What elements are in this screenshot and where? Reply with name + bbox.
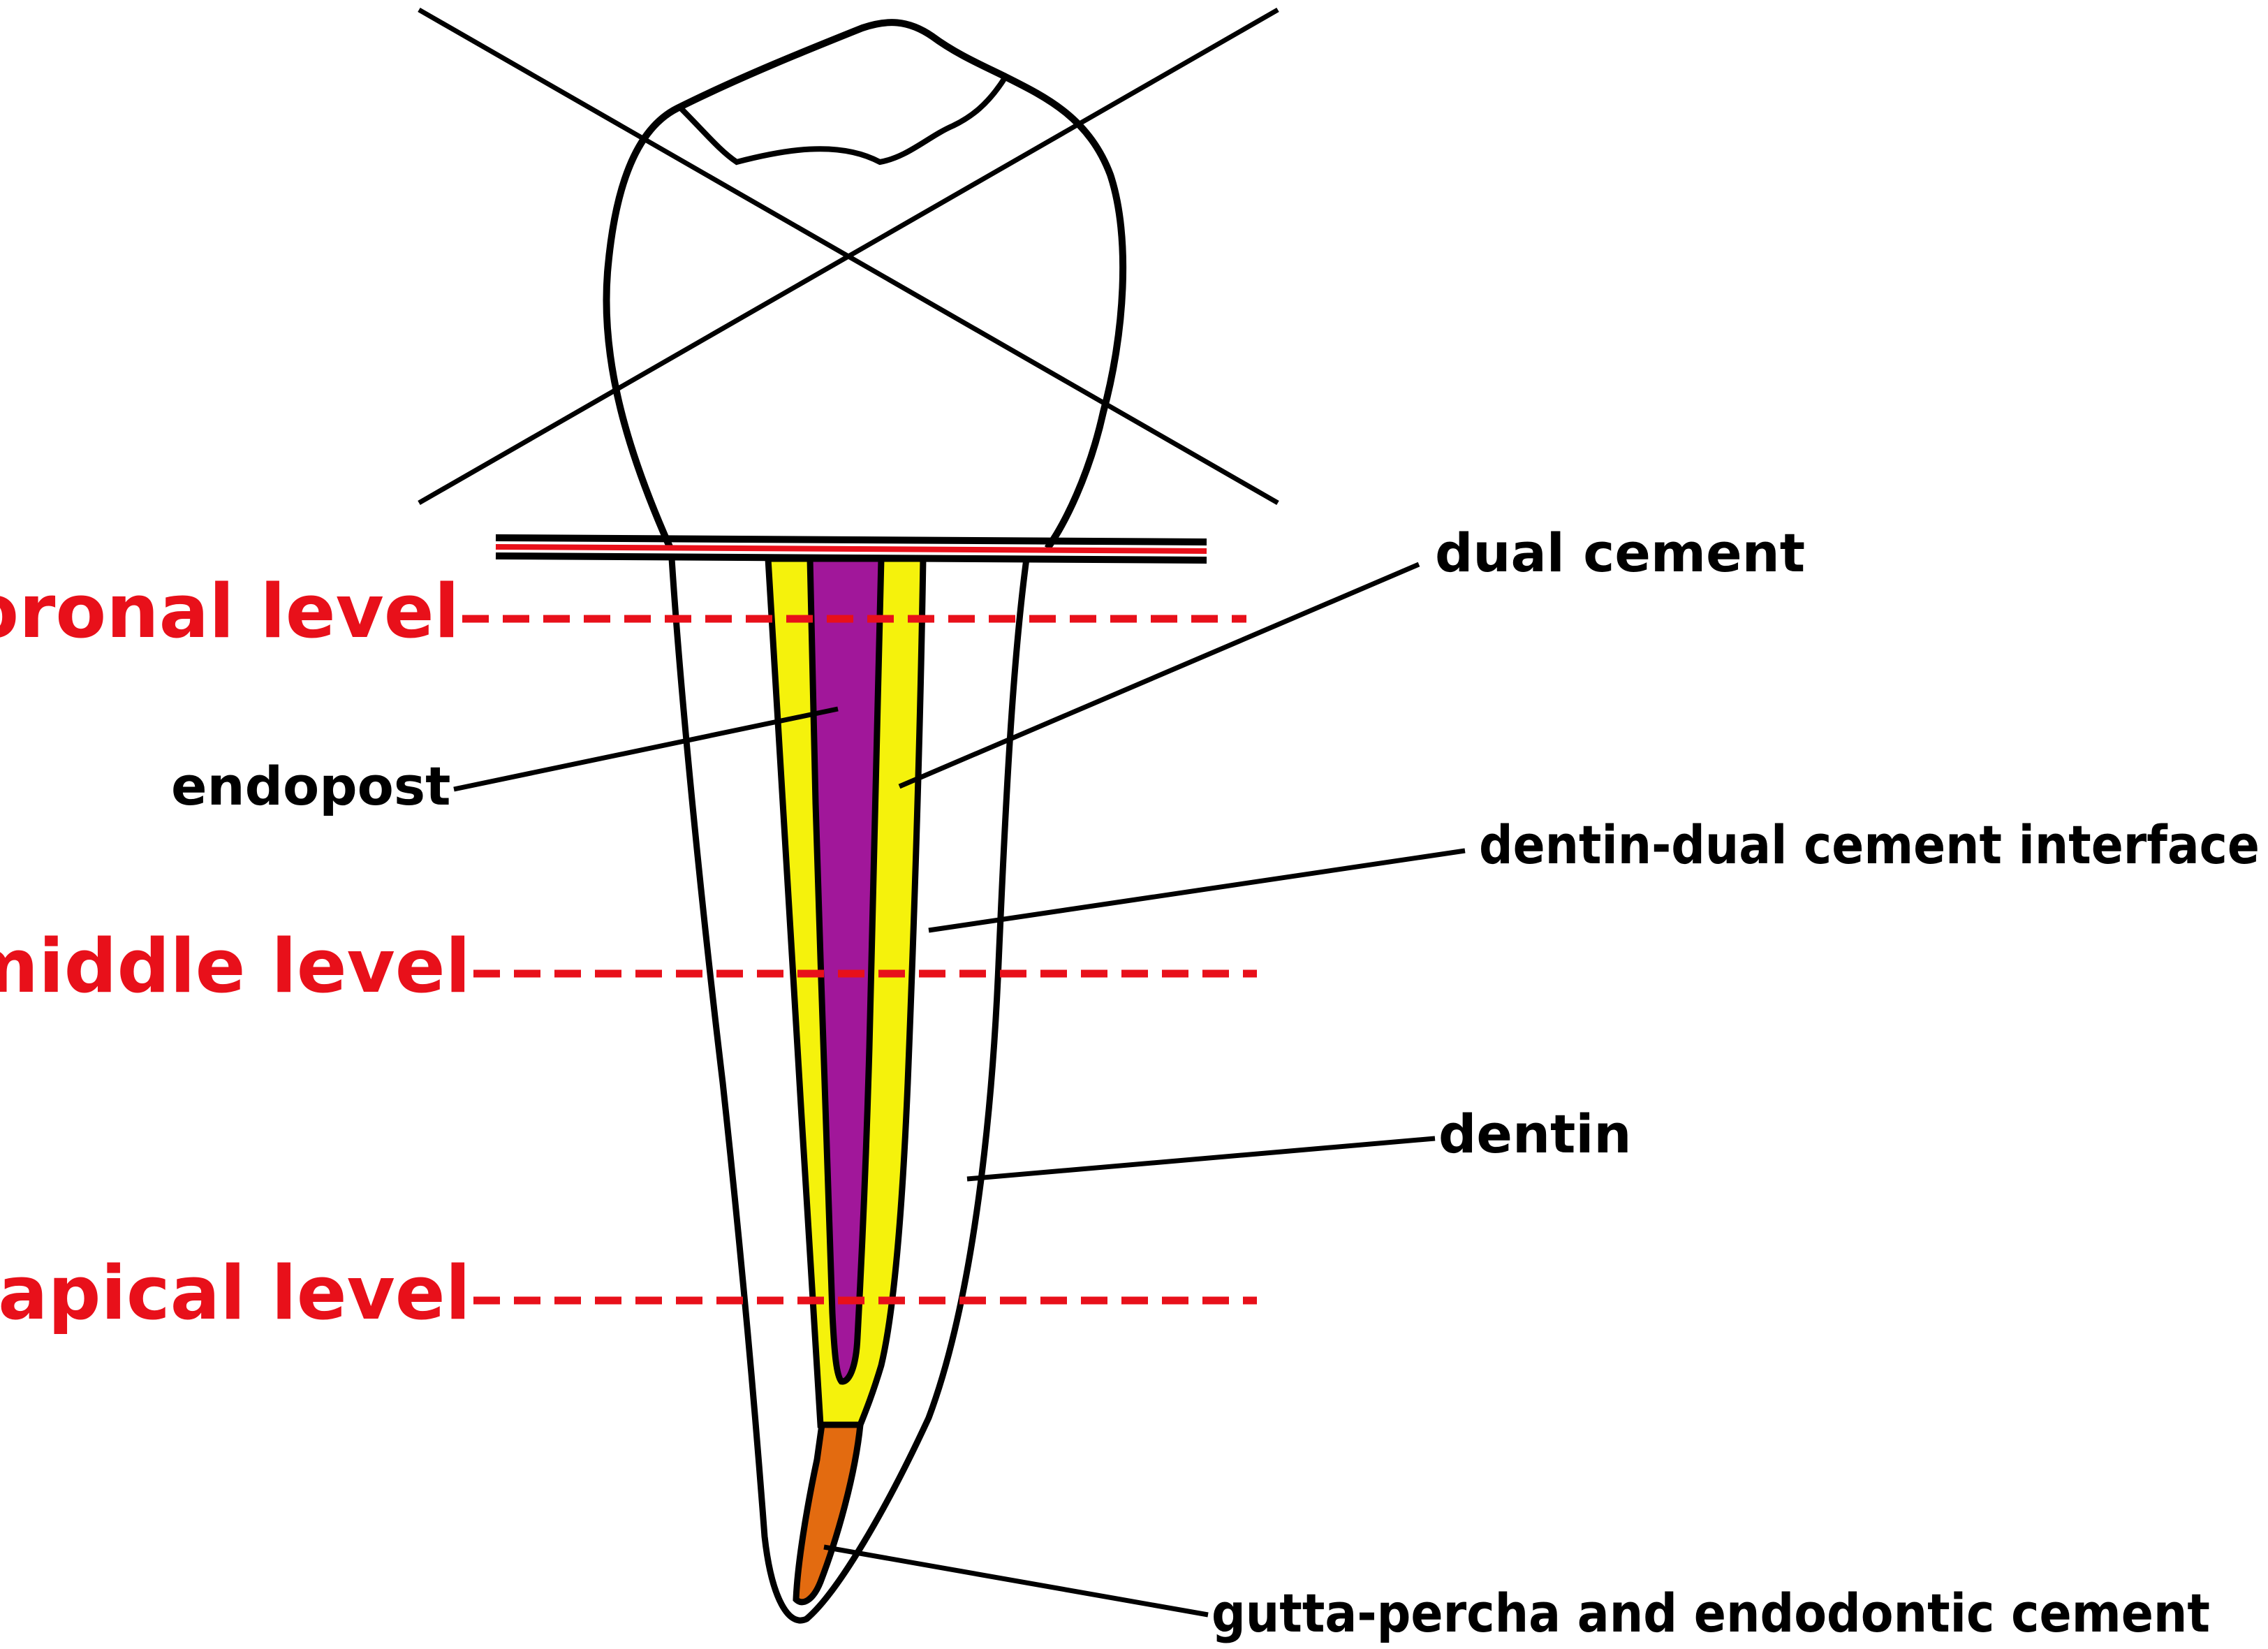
section-plate-red xyxy=(495,544,1207,554)
dual-cement-label: dual cement xyxy=(1435,522,1805,584)
dentin-label: dentin xyxy=(1438,1103,1632,1165)
section-plate-bottom xyxy=(495,552,1207,564)
dentin-leader xyxy=(966,1136,1436,1182)
apical-level-label: apical level xyxy=(0,1250,471,1336)
interface-leader xyxy=(928,848,1466,933)
section-plate-top xyxy=(495,534,1207,545)
crown-cross-line-2 xyxy=(418,7,1279,506)
crown-outline xyxy=(603,19,1127,550)
middle-level-label: middle level xyxy=(0,923,471,1009)
dentin-dual-cement-interface-label: dentin-dual cement interface xyxy=(1479,814,2260,876)
endopost-label: endopost xyxy=(171,755,450,817)
endopost-leader xyxy=(453,706,839,792)
gutta-percha-leader xyxy=(823,1544,1209,1618)
gutta-percha-label: gutta-percha and endodontic cement xyxy=(1212,1582,2210,1644)
gutta-percha-shape xyxy=(793,1421,864,1606)
occlusal-groove xyxy=(679,75,1008,166)
coronal-level-label: coronal level xyxy=(0,569,459,654)
dual-cement-leader xyxy=(898,562,1420,789)
